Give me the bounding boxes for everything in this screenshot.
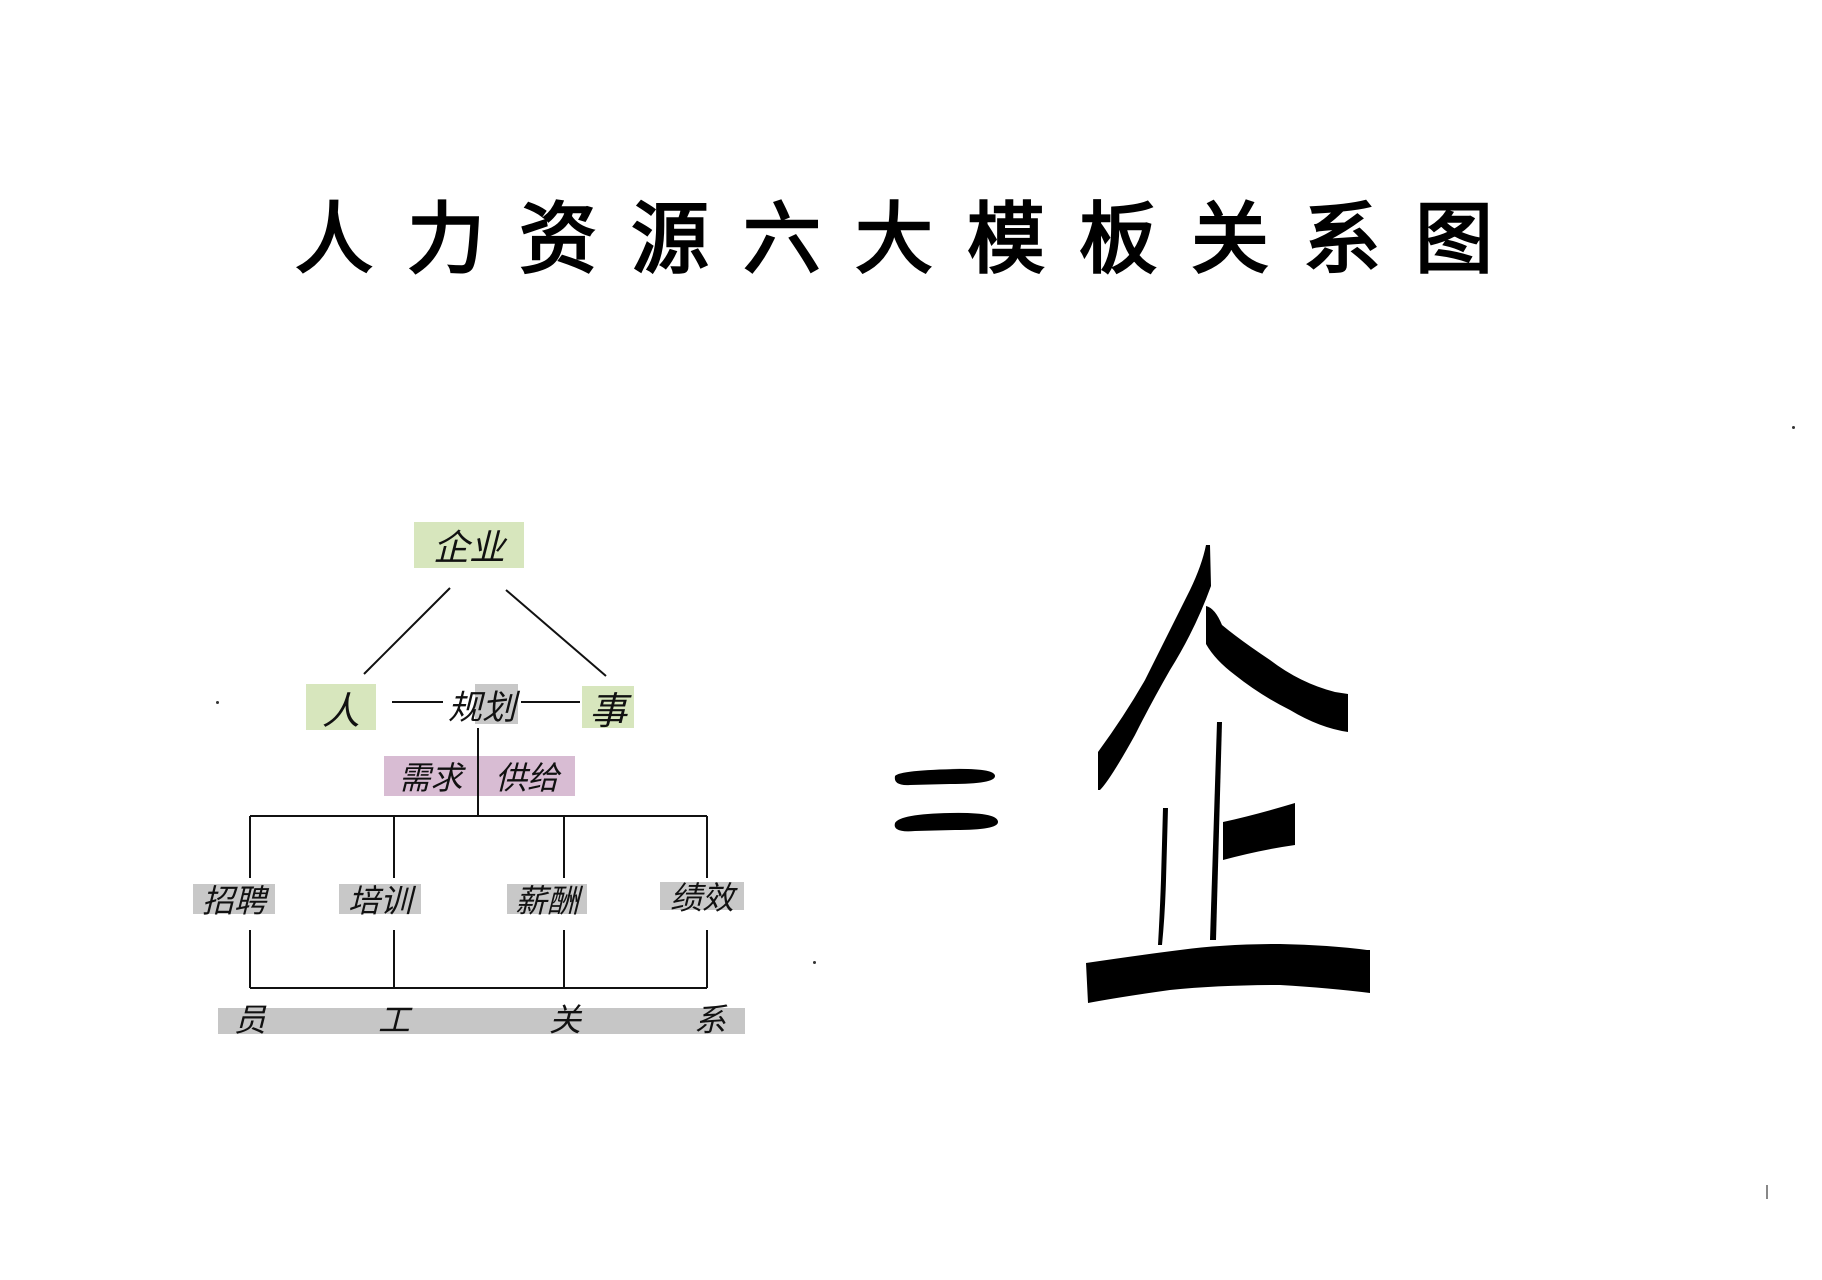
- employee-relations-bar: [218, 1008, 745, 1034]
- tree-connectors: [249, 587, 708, 989]
- equals-sign: [894, 768, 998, 832]
- stray-dot: [1792, 426, 1795, 429]
- root-node-enterprise: 企业: [414, 522, 524, 569]
- node-planning-label: 规划: [448, 687, 516, 728]
- employee-relations-char-1: 员: [233, 1001, 266, 1039]
- page-title: 人力资源六大模板关系图: [294, 194, 1527, 285]
- node-people: 人: [306, 684, 376, 733]
- employee-relations-char-4: 系: [693, 1001, 726, 1039]
- module-recruitment: 招聘: [193, 882, 275, 920]
- node-affairs: 事: [582, 686, 634, 733]
- stray-dot: [216, 701, 219, 704]
- root-node-label: 企业: [432, 528, 505, 569]
- employee-relations-char-3: 关: [548, 1001, 581, 1039]
- planning-demand-label: 需求: [398, 759, 463, 797]
- module-performance: 绩效: [660, 879, 744, 917]
- module-training: 培训: [339, 882, 421, 920]
- module-training-label: 培训: [347, 882, 412, 920]
- planning-supply-label: 供给: [494, 759, 559, 797]
- module-performance-label: 绩效: [669, 879, 734, 917]
- planning-supply: 供给: [479, 756, 575, 797]
- module-compensation-label: 薪酬: [514, 882, 579, 920]
- node-affairs-label: 事: [588, 688, 627, 733]
- stray-line: [1766, 1185, 1768, 1199]
- stray-dot: [813, 961, 816, 964]
- node-planning: 规划: [446, 684, 518, 728]
- node-people-label: 人: [321, 688, 360, 733]
- large-qi-character: [1086, 545, 1370, 1003]
- planning-demand: 需求: [384, 756, 477, 797]
- employee-relations-char-2: 工: [377, 1001, 410, 1039]
- module-compensation: 薪酬: [507, 882, 587, 920]
- module-recruitment-label: 招聘: [201, 882, 266, 920]
